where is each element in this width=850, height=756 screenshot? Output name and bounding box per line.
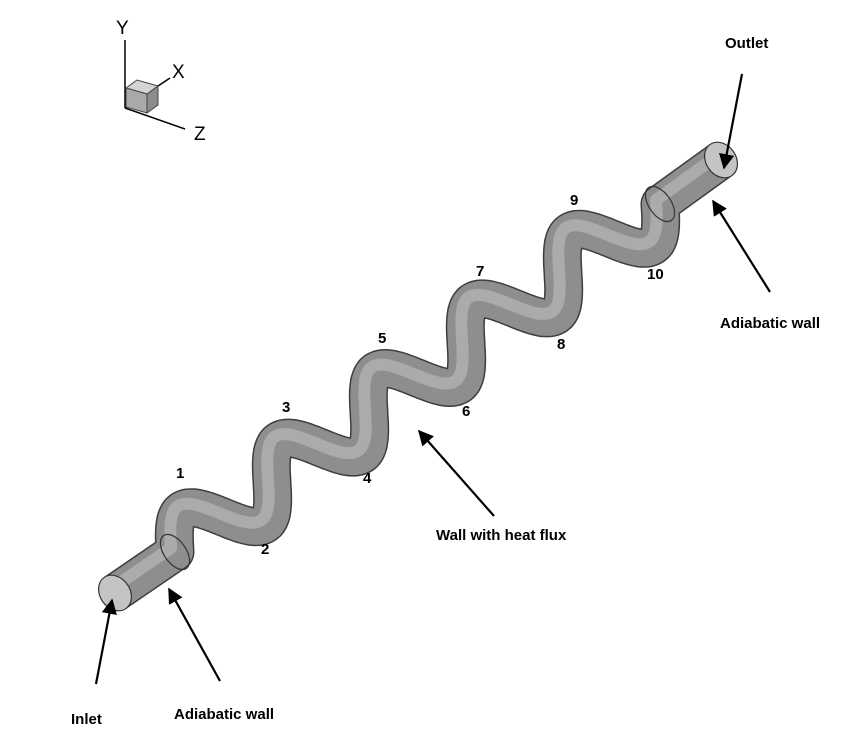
bend-label-9: 9 [570,192,578,209]
bend-label-2: 2 [261,541,269,558]
bend-label-10: 10 [647,266,664,283]
helical-tube [97,141,739,612]
bend-label-6: 6 [462,403,470,420]
bend-label-1: 1 [176,465,184,482]
bend-label-4: 4 [363,470,372,487]
bend-label-5: 5 [378,330,386,347]
outlet-arrow [719,73,744,170]
bend-labels: 1 2 3 4 5 6 7 8 9 10 [176,192,664,558]
inlet-arrow [94,598,117,685]
z-axis-label: Z [194,124,206,145]
callout-arrows [94,73,771,685]
adiabatic-wall-bottom-label: Adiabatic wall [174,706,274,723]
heat-flux-wall-label: Wall with heat flux [436,527,567,544]
bend-label-3: 3 [282,399,290,416]
bend-label-8: 8 [557,336,565,353]
outlet-label: Outlet [725,35,768,52]
adiabatic-wall-top-label: Adiabatic wall [720,315,820,332]
outlet-section-ring [644,185,676,223]
adiabatic-wall-top-arrow [712,199,771,293]
axis-triad: Y X Z [116,18,206,145]
heat-flux-wall-arrow [417,429,495,517]
z-axis-line [124,107,186,130]
inlet-section-ring [159,533,191,571]
y-axis-label: Y [116,18,129,39]
orientation-cube-icon [124,79,160,114]
callout-labels: Outlet Adiabatic wall Wall with heat flu… [71,35,820,728]
inlet-label: Inlet [71,711,102,728]
adiabatic-wall-bottom-arrow [168,587,221,682]
tube-highlight [107,151,721,594]
bend-label-7: 7 [476,263,484,280]
x-axis-label: X [172,62,185,83]
